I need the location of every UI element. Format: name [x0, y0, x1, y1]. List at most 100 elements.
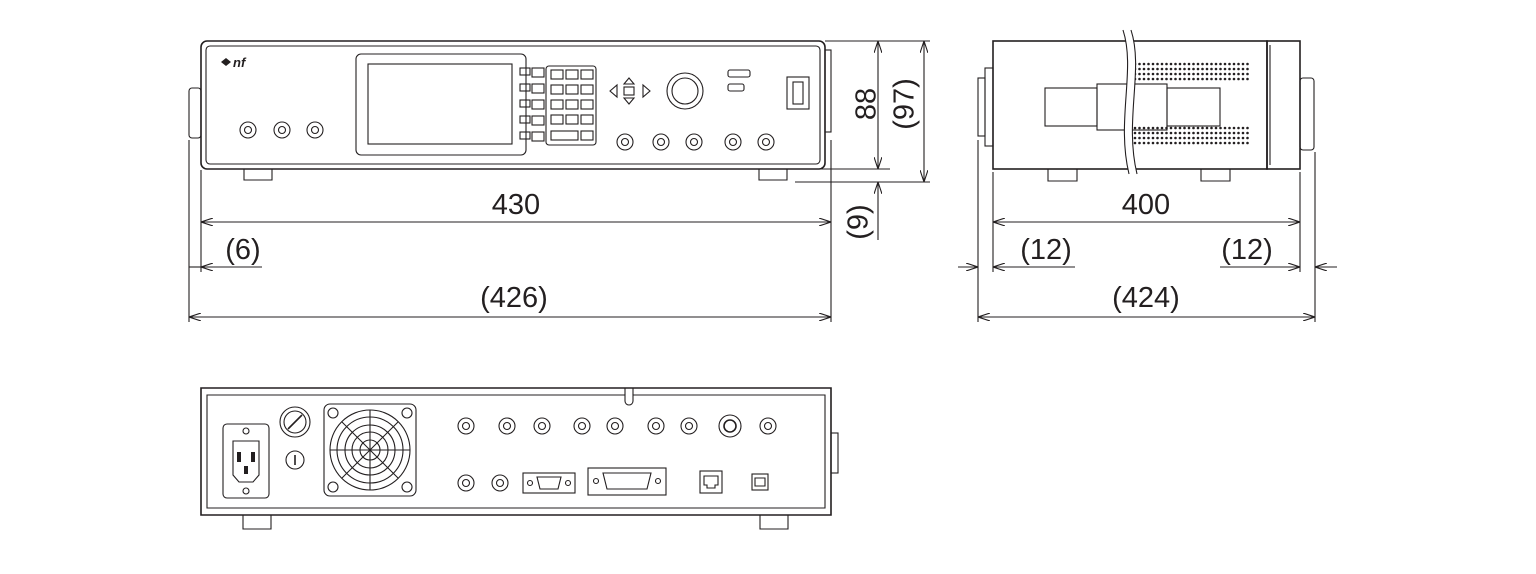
vent-hole: [1205, 62, 1209, 66]
vent-hole: [1232, 62, 1236, 66]
vent-hole: [1138, 72, 1141, 76]
vent-hole: [1237, 126, 1240, 130]
front-small-button-2: [727, 83, 745, 92]
vent-hole: [1205, 136, 1209, 140]
vent-hole: [1138, 141, 1141, 145]
vent-hole: [1142, 126, 1146, 130]
vent-hole: [1210, 67, 1213, 71]
vent-hole: [1228, 67, 1231, 71]
lan-port-icon: [699, 470, 723, 494]
side-foot-front: [1047, 169, 1078, 182]
vent-hole: [1169, 126, 1173, 130]
vent-hole: [1183, 62, 1186, 66]
front-foot-left: [243, 169, 273, 181]
vent-hole: [1246, 126, 1249, 130]
break-line-1: [1122, 29, 1130, 175]
vent-hole: [1210, 77, 1213, 81]
vent-hole: [1201, 67, 1204, 71]
ac-inlet-icon: [222, 423, 270, 499]
vent-hole: [1241, 72, 1245, 76]
vent-hole: [1187, 67, 1191, 71]
vent-hole: [1169, 131, 1173, 135]
front-dimensions: 430 (6) (426) 88 (97) (9): [188, 40, 930, 322]
vent-hole: [1210, 62, 1213, 66]
vent-hole: [1205, 141, 1209, 145]
vent-hole: [1133, 131, 1137, 135]
vent-hole: [1160, 72, 1164, 76]
vent-hole: [1192, 72, 1195, 76]
keypad: [531, 65, 597, 146]
vent-hole: [1133, 141, 1137, 145]
vent-hole: [1237, 136, 1240, 140]
vent-hole: [1223, 141, 1227, 145]
vent-hole: [1210, 141, 1213, 145]
vent-hole: [1237, 67, 1240, 71]
vent-hole: [1160, 136, 1164, 140]
front-foot-right: [758, 169, 788, 181]
vent-hole: [1165, 131, 1168, 135]
rear-right-handle: [830, 432, 839, 474]
vent-hole: [1205, 67, 1209, 71]
dim-430: 430: [492, 189, 540, 221]
vent-hole: [1219, 67, 1222, 71]
vent-hole: [1241, 141, 1245, 145]
vent-hole: [1147, 131, 1150, 135]
vent-hole: [1165, 77, 1168, 81]
vent-hole: [1214, 67, 1218, 71]
vent-hole: [1183, 77, 1186, 81]
vent-hole: [1241, 126, 1245, 130]
rear-bnc-bottom: [457, 474, 509, 492]
cooling-fan-icon: [323, 403, 417, 497]
vent-hole: [1169, 62, 1173, 66]
vent-hole: [1133, 126, 1137, 130]
vent-hole: [1246, 77, 1249, 81]
vent-hole: [1160, 141, 1164, 145]
vent-hole: [1246, 67, 1249, 71]
usb-port-icon: [751, 473, 769, 491]
vent-hole: [1205, 77, 1209, 81]
vent-hole: [1174, 72, 1177, 76]
vent-hole: [1174, 67, 1177, 71]
vent-hole: [1196, 62, 1200, 66]
vent-hole: [1147, 67, 1150, 71]
vent-hole: [1223, 72, 1227, 76]
power-switch-rocker: [792, 81, 804, 105]
vent-hole: [1201, 136, 1204, 140]
vent-hole: [1156, 62, 1159, 66]
dim-424: (424): [1112, 282, 1180, 314]
front-bnc-left: [239, 121, 324, 139]
vent-hole: [1147, 72, 1150, 76]
vent-hole: [1174, 131, 1177, 135]
side-front-bracket: [977, 77, 986, 137]
dim-88: 88: [851, 88, 883, 120]
vent-hole: [1228, 77, 1231, 81]
display-bezel: [355, 53, 527, 156]
side-label-1: [1044, 87, 1098, 127]
side-foot-rear: [1200, 169, 1231, 182]
vent-hole: [1187, 77, 1191, 81]
vent-hole: [1219, 136, 1222, 140]
vent-hole: [1192, 126, 1195, 130]
vent-hole: [1183, 141, 1186, 145]
vent-hole: [1237, 62, 1240, 66]
vent-hole: [1142, 77, 1146, 81]
vent-hole: [1246, 141, 1249, 145]
rear-foot-right: [759, 515, 789, 530]
vent-grid-top: [1133, 62, 1249, 81]
vent-hole: [1223, 131, 1227, 135]
vent-hole: [1187, 126, 1191, 130]
vent-hole: [1232, 67, 1236, 71]
vent-hole: [1156, 67, 1159, 71]
vent-hole: [1169, 67, 1173, 71]
vent-hole: [1205, 131, 1209, 135]
vent-hole: [1138, 67, 1141, 71]
vent-hole: [1214, 77, 1218, 81]
vent-hole: [1174, 126, 1177, 130]
vent-hole: [1187, 141, 1191, 145]
vent-hole: [1223, 67, 1227, 71]
side-front-handle: [984, 67, 994, 147]
vent-hole: [1138, 77, 1141, 81]
vent-hole: [1165, 141, 1168, 145]
rear-bnc-top: [457, 417, 777, 435]
vent-hole: [1187, 62, 1191, 66]
